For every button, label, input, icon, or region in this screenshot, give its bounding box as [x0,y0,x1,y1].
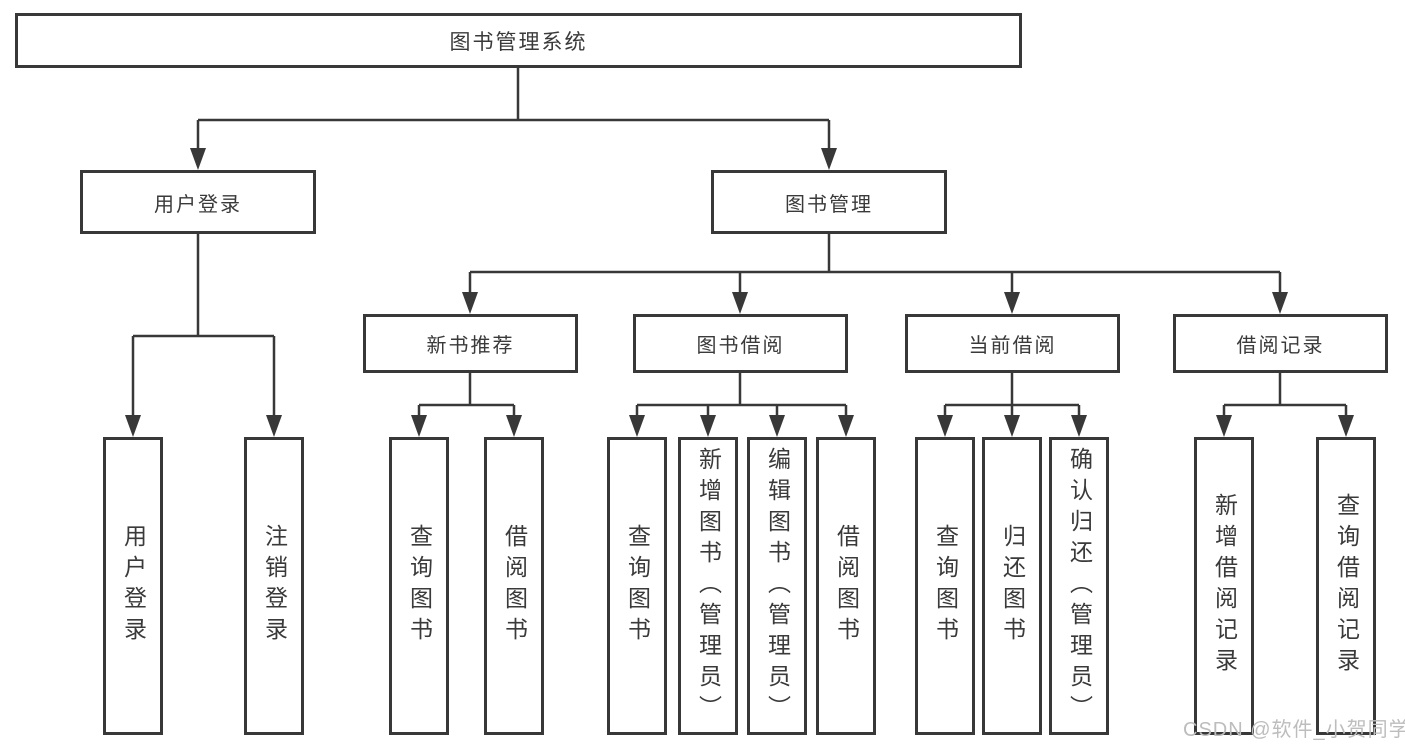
leaf-query-borrow-record-label: 查询借阅记录 [1333,493,1360,679]
leaf-borrow-book-label: 借阅图书 [833,524,860,648]
leaf-query-book-current-label: 查询图书 [932,524,959,648]
node-book-borrow: 图书借阅 [633,314,848,373]
leaf-query-borrow-record: 查询借阅记录 [1316,437,1376,735]
leaf-return-book: 归还图书 [982,437,1042,735]
leaf-add-book-admin: 新增图书（管理员） [678,437,738,735]
node-book-management: 图书管理 [711,170,947,234]
leaf-user-login: 用户登录 [103,437,163,735]
leaf-add-borrow-record: 新增借阅记录 [1194,437,1254,735]
leaf-logout: 注销登录 [244,437,304,735]
node-new-book-recommend: 新书推荐 [363,314,578,373]
leaf-query-book-borrow: 查询图书 [607,437,667,735]
node-current-borrow: 当前借阅 [905,314,1120,373]
node-user-login: 用户登录 [80,170,316,234]
tree-edges [131,68,1348,419]
leaf-logout-label: 注销登录 [261,524,288,648]
leaf-borrow-book-recommend: 借阅图书 [484,437,544,735]
leaf-edit-book-admin: 编辑图书（管理员） [747,437,807,735]
leaf-borrow-book-recommend-label: 借阅图书 [501,524,528,648]
leaf-add-borrow-record-label: 新增借阅记录 [1211,493,1238,679]
leaf-query-book-recommend-label: 查询图书 [406,524,433,648]
leaf-return-book-label: 归还图书 [999,524,1026,648]
leaf-confirm-return-admin: 确认归还（管理员） [1049,437,1109,735]
leaf-edit-book-admin-label: 编辑图书（管理员） [764,446,791,726]
csdn-watermark: CSDN @软件_小贺同学 [1183,719,1405,741]
arrow-heads [125,148,1354,437]
leaf-borrow-book: 借阅图书 [816,437,876,735]
leaf-confirm-return-admin-label: 确认归还（管理员） [1066,446,1093,726]
node-root-system: 图书管理系统 [15,13,1022,68]
leaf-query-book-borrow-label: 查询图书 [624,524,651,648]
leaf-user-login-label: 用户登录 [120,524,147,648]
node-borrow-records: 借阅记录 [1173,314,1388,373]
leaf-query-book-recommend: 查询图书 [389,437,449,735]
leaf-query-book-current: 查询图书 [915,437,975,735]
leaf-add-book-admin-label: 新增图书（管理员） [695,446,722,726]
